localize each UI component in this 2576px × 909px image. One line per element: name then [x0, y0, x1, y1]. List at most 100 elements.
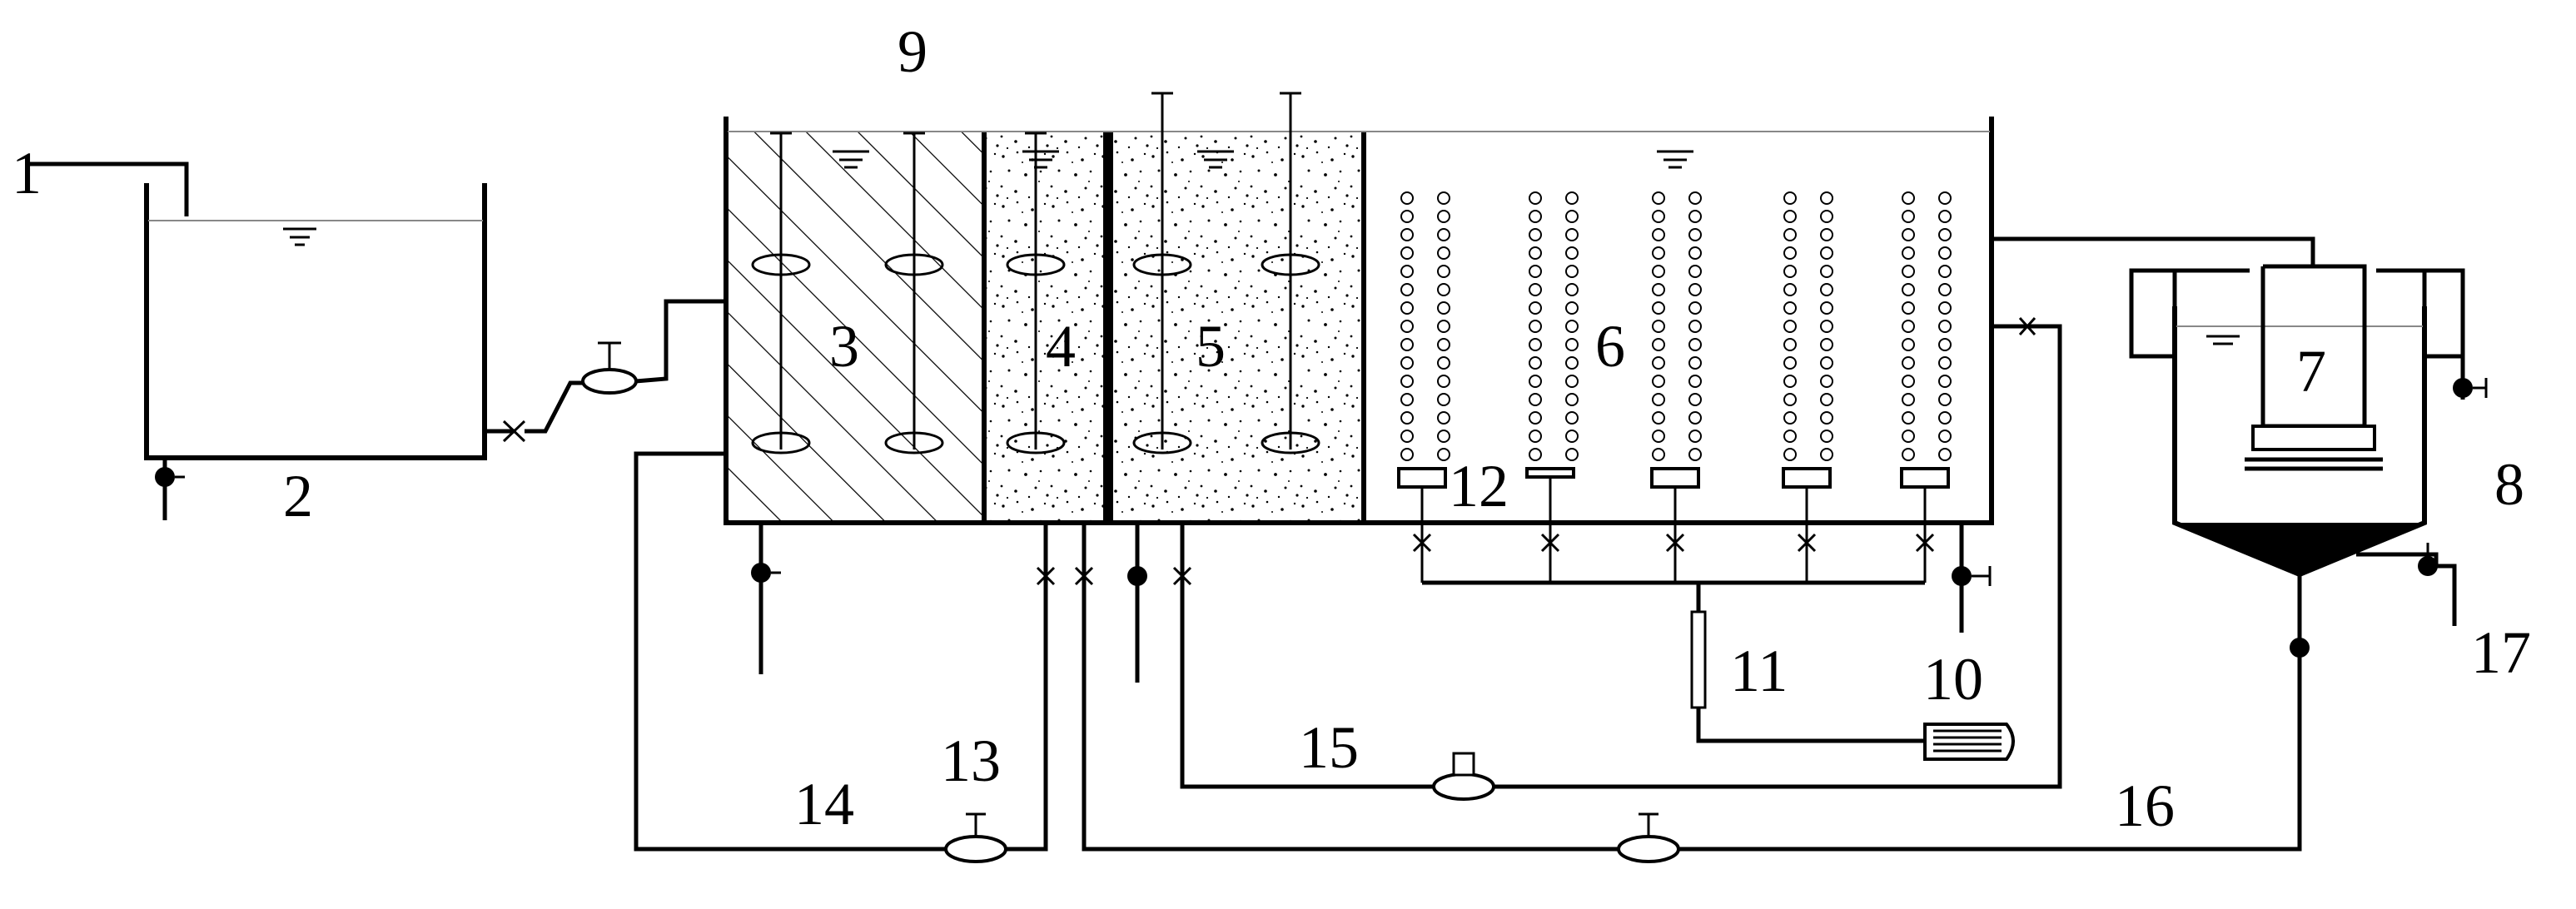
air-bubble: [1902, 375, 1915, 388]
air-bubble: [1938, 210, 1952, 223]
air-bubble: [1688, 338, 1702, 351]
air-bubble: [1437, 283, 1450, 296]
air-bubble: [1565, 338, 1579, 351]
air-bubble: [1938, 228, 1952, 241]
air-bubble: [1400, 393, 1414, 406]
pump-13-icon: [944, 812, 1007, 863]
air-bubble: [1902, 191, 1915, 205]
label-6: 6: [1595, 313, 1625, 380]
water-level-symbol-settler: [2206, 335, 2240, 345]
air-bubble: [1565, 228, 1579, 241]
air-bubble: [1400, 228, 1414, 241]
air-bubble: [1565, 246, 1579, 260]
feed-pump-icon: [581, 341, 638, 395]
label-14: 14: [794, 771, 854, 837]
pump-16-icon: [1617, 812, 1680, 863]
air-bubble: [1820, 448, 1833, 461]
air-bubble: [1938, 265, 1952, 278]
air-bubble: [1437, 338, 1450, 351]
air-bubble: [1902, 411, 1915, 425]
air-bubble: [1565, 265, 1579, 278]
air-bubble: [1437, 430, 1450, 443]
air-bubble: [1565, 448, 1579, 461]
air-bubble: [1688, 411, 1702, 425]
air-bubble: [1437, 320, 1450, 333]
air-bubble: [1902, 393, 1915, 406]
air-bubble: [1688, 320, 1702, 333]
air-bubble: [1652, 246, 1665, 260]
air-bubble: [1938, 320, 1952, 333]
air-bubble: [1783, 210, 1797, 223]
diffuser-icon: [1900, 467, 1950, 583]
air-bubble: [1688, 228, 1702, 241]
air-bubble: [1820, 283, 1833, 296]
air-bubble: [1652, 191, 1665, 205]
label-15: 15: [1299, 714, 1359, 781]
air-bubble: [1820, 320, 1833, 333]
air-bubble: [1529, 411, 1542, 425]
air-bubble: [1529, 393, 1542, 406]
aeration-line: [1422, 580, 2015, 761]
air-bubble: [1688, 301, 1702, 315]
air-bubble: [1437, 191, 1450, 205]
air-bubble: [1938, 356, 1952, 370]
air-bubble: [1902, 338, 1915, 351]
air-bubble: [1783, 265, 1797, 278]
label-8: 8: [2494, 451, 2524, 518]
air-bubble: [1437, 210, 1450, 223]
air-bubble: [1652, 448, 1665, 461]
label-12: 12: [1449, 453, 1509, 519]
air-bubble: [1652, 265, 1665, 278]
air-bubble: [1565, 356, 1579, 370]
air-bubble: [1565, 301, 1579, 315]
air-bubble: [1688, 448, 1702, 461]
diffuser-icon: [1650, 467, 1700, 583]
air-bubble: [1400, 356, 1414, 370]
air-bubble: [1783, 228, 1797, 241]
center-well: [2245, 264, 2383, 471]
air-bubble: [1783, 375, 1797, 388]
diffusers: [1397, 467, 1950, 583]
label-1: 1: [12, 140, 42, 206]
air-bubble: [1688, 191, 1702, 205]
air-bubble: [1400, 411, 1414, 425]
air-bubble: [1902, 356, 1915, 370]
label-16: 16: [2115, 772, 2175, 839]
diffuser-icon: [1782, 467, 1832, 583]
air-bubble: [1400, 338, 1414, 351]
label-17: 17: [2471, 619, 2531, 686]
air-bubble: [1688, 356, 1702, 370]
air-bubble: [1688, 393, 1702, 406]
air-bubble: [1902, 430, 1915, 443]
air-bubble: [1938, 448, 1952, 461]
air-bubble: [1820, 356, 1833, 370]
air-bubble: [1529, 210, 1542, 223]
air-bubble: [1902, 448, 1915, 461]
air-bubble: [1400, 301, 1414, 315]
air-bubble: [1437, 393, 1450, 406]
air-bubble: [1783, 283, 1797, 296]
sludge-return-line-16: [1074, 523, 2310, 863]
air-bubble: [1783, 320, 1797, 333]
air-bubble: [1902, 210, 1915, 223]
air-bubble: [1652, 411, 1665, 425]
air-bubble: [1437, 265, 1450, 278]
air-bubble: [1652, 356, 1665, 370]
air-bubble: [1688, 265, 1702, 278]
air-bubble: [1400, 191, 1414, 205]
label-3: 3: [829, 313, 859, 380]
air-bubble: [1565, 191, 1579, 205]
recycle-line-15: [1172, 316, 2062, 801]
air-bubble: [1400, 448, 1414, 461]
air-bubble: [1783, 191, 1797, 205]
air-bubble: [1652, 375, 1665, 388]
air-bubble: [1783, 356, 1797, 370]
air-bubble: [1820, 393, 1833, 406]
air-bubble: [1938, 338, 1952, 351]
air-bubble: [1820, 301, 1833, 315]
air-bubble: [1529, 228, 1542, 241]
air-bubble: [1437, 411, 1450, 425]
pump-15-icon: [1432, 752, 1495, 801]
flowmeter-icon: [1690, 610, 1707, 709]
air-bubble: [1400, 210, 1414, 223]
